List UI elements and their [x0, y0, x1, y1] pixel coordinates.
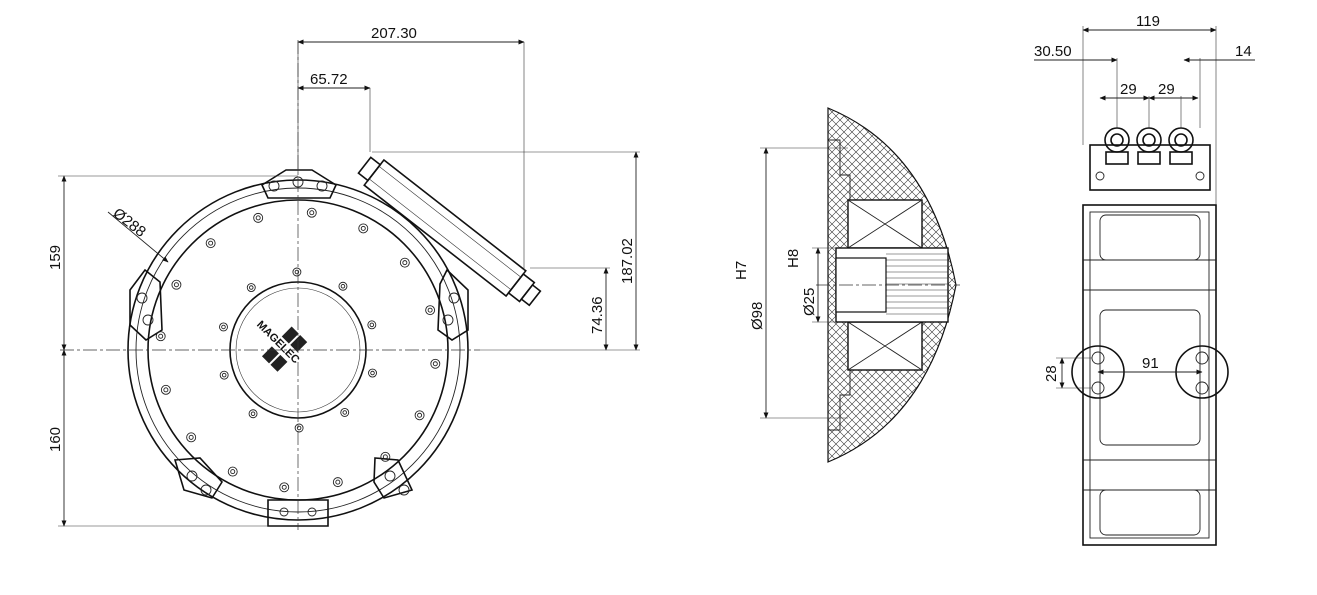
bolt-hole-inner	[296, 425, 302, 431]
bolt-hole-inner	[208, 240, 214, 246]
bolt-hole-inner	[294, 269, 300, 275]
bolt-hole-inner	[158, 333, 164, 339]
bolt-hole-inner	[221, 324, 226, 330]
dim-height-lower: 160	[47, 427, 64, 452]
bolt-hole-inner	[382, 454, 388, 460]
bolt-hole-inner	[402, 260, 408, 266]
bolt-hole	[219, 370, 229, 380]
dim-fit-outer: H7	[733, 261, 750, 280]
bolt-hole-inner	[163, 387, 169, 393]
bolt-hole	[358, 223, 369, 234]
bolt-hole-inner	[188, 434, 194, 440]
bolt-hole-inner	[340, 284, 346, 289]
bolt-hole	[367, 320, 377, 330]
bolt-hole	[292, 267, 302, 277]
bolt-hole	[414, 410, 425, 421]
dim-connector-height: 187.02	[619, 238, 636, 284]
bolt-hole	[332, 477, 343, 488]
dim-side-width: 119	[1136, 13, 1160, 30]
bolt-hole	[279, 482, 290, 493]
dim-gland-pitch-2: 29	[1158, 81, 1175, 98]
bolt-hole-inner	[255, 215, 261, 221]
dim-dia-inner: Ø25	[801, 288, 818, 316]
side-body-segments	[1083, 214, 1216, 536]
bolt-hole-inner	[281, 484, 287, 490]
dim-fit-inner: H8	[785, 249, 802, 268]
connector-box	[357, 156, 542, 307]
shaft-splines	[886, 253, 948, 315]
bolt-hole	[205, 238, 216, 249]
logo: MAGELEC	[254, 319, 308, 372]
bolt-hole-inner	[427, 307, 433, 313]
bolt-hole	[171, 279, 182, 290]
dim-connector-low: 74.36	[589, 296, 606, 334]
bolt-hole	[227, 466, 238, 477]
face-bolts	[155, 207, 441, 493]
bolt-hole	[368, 368, 377, 378]
bolt-hole-inner	[173, 282, 179, 288]
bolt-hole	[219, 322, 228, 332]
bolt-hole-inner	[250, 411, 256, 416]
bolt-hole-inner	[221, 372, 227, 378]
bolt-hole	[425, 305, 436, 316]
dim-height-upper: 159	[47, 245, 64, 270]
bolt-hole-inner	[309, 210, 315, 216]
bolt-hole	[430, 358, 441, 369]
bolt-hole	[186, 432, 197, 443]
front-view: MAGELEC Ø288 207.30 65.72 159	[47, 25, 640, 530]
hub-bolts	[219, 267, 377, 433]
side-body	[1082, 204, 1217, 546]
bolt-hole-inner	[230, 469, 236, 475]
bolt-hole	[399, 257, 410, 268]
bolt-hole	[246, 283, 256, 293]
bolt-hole-inner	[370, 370, 375, 376]
dim-gland-pitch-1: 29	[1120, 81, 1137, 98]
dim-d-outer: Ø288	[110, 205, 149, 241]
dim-right-offset: 14	[1235, 43, 1252, 60]
shaft-hub	[835, 257, 887, 313]
bolt-hole	[248, 409, 258, 419]
bolt-hole-inner	[342, 410, 347, 415]
dim-left-offset: 30.50	[1034, 43, 1072, 60]
mounting-lugs	[129, 169, 469, 527]
bolt-hole	[155, 331, 166, 342]
bolt-hole	[294, 423, 304, 433]
side-view: 119 30.50 14 29 29 28 91	[1034, 13, 1255, 546]
dim-offset: 65.72	[310, 71, 348, 88]
lug-bolts	[136, 176, 460, 517]
bolt-hole	[306, 207, 317, 218]
bolt-hole-inner	[369, 322, 375, 328]
section-view: H7 Ø98 H8 Ø25	[733, 107, 960, 463]
cable-glands	[1104, 127, 1194, 165]
bolt-hole-inner	[335, 479, 341, 485]
bolt-hole	[380, 451, 391, 462]
bolt-hole	[340, 407, 350, 417]
bolt-hole	[338, 281, 348, 291]
bolt-hole-inner	[417, 412, 423, 418]
bolt-hole	[160, 384, 171, 395]
bolt-hole-inner	[432, 361, 438, 367]
dim-dia-outer: Ø98	[749, 302, 766, 330]
dim-mount-spacing: 91	[1142, 355, 1159, 372]
dim-width-top: 207.30	[371, 25, 417, 42]
bolt-hole-inner	[249, 285, 254, 290]
bolt-hole	[253, 212, 264, 223]
side-connector-box	[1089, 144, 1211, 191]
bolt-hole-inner	[360, 225, 366, 231]
dim-mount-height: 28	[1043, 365, 1060, 382]
